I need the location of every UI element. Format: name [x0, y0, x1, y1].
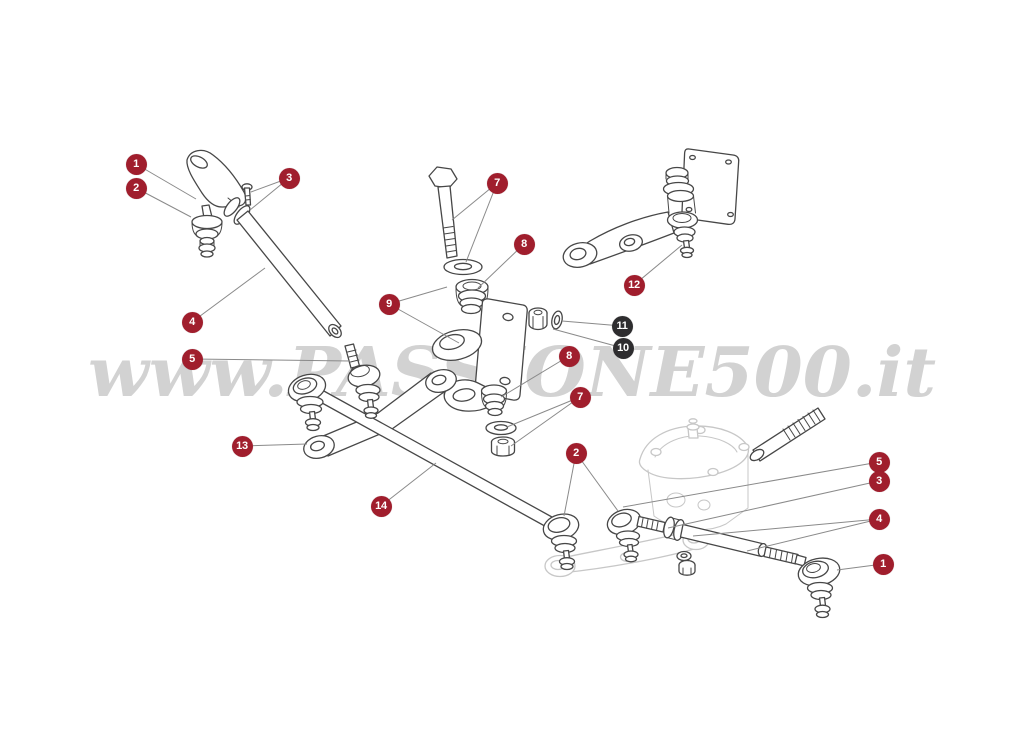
center-linkage-drawing	[287, 343, 580, 571]
tie-rod-end-exploded-drawing	[186, 149, 342, 339]
steering-box-drawing	[544, 418, 750, 578]
idler-arm-assembly-drawing	[562, 148, 740, 268]
right-tie-rod-drawing	[606, 407, 841, 619]
